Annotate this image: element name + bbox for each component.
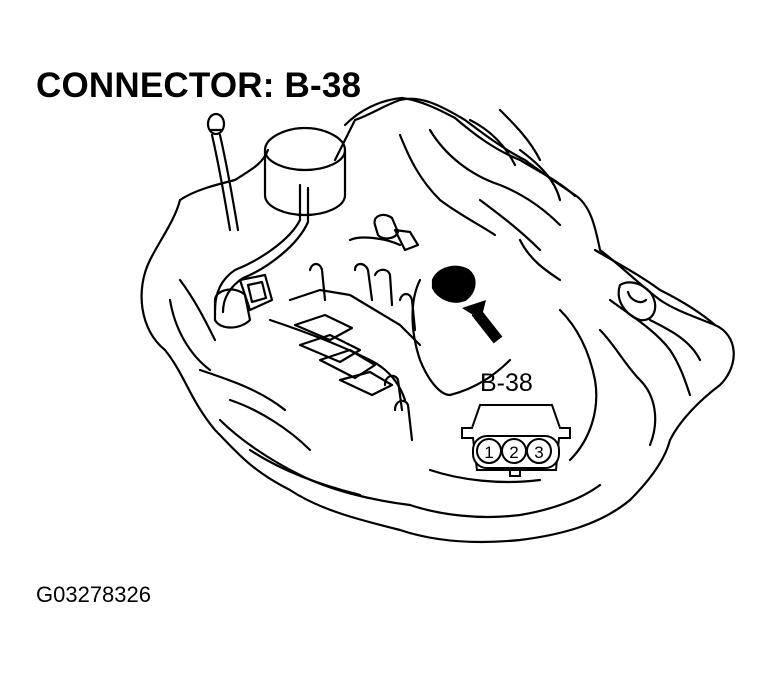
figure-id: G03278326 — [36, 582, 151, 607]
connector-pin-2-label: 2 — [509, 443, 518, 462]
connector-pin-3-label: 3 — [534, 443, 543, 462]
engine-outline — [140, 97, 735, 544]
b38-housing-connector — [431, 265, 476, 303]
dipstick-tube — [210, 133, 232, 232]
connector-pin-1-label: 1 — [484, 443, 493, 462]
oil-filter — [263, 126, 347, 217]
connector-pin-3 — [526, 438, 552, 464]
arrow-icon — [462, 300, 503, 344]
connector-label: B-38 — [480, 369, 533, 397]
connector-face-symbol — [461, 404, 571, 477]
diagram-title: CONNECTOR: B-38 — [36, 66, 362, 105]
